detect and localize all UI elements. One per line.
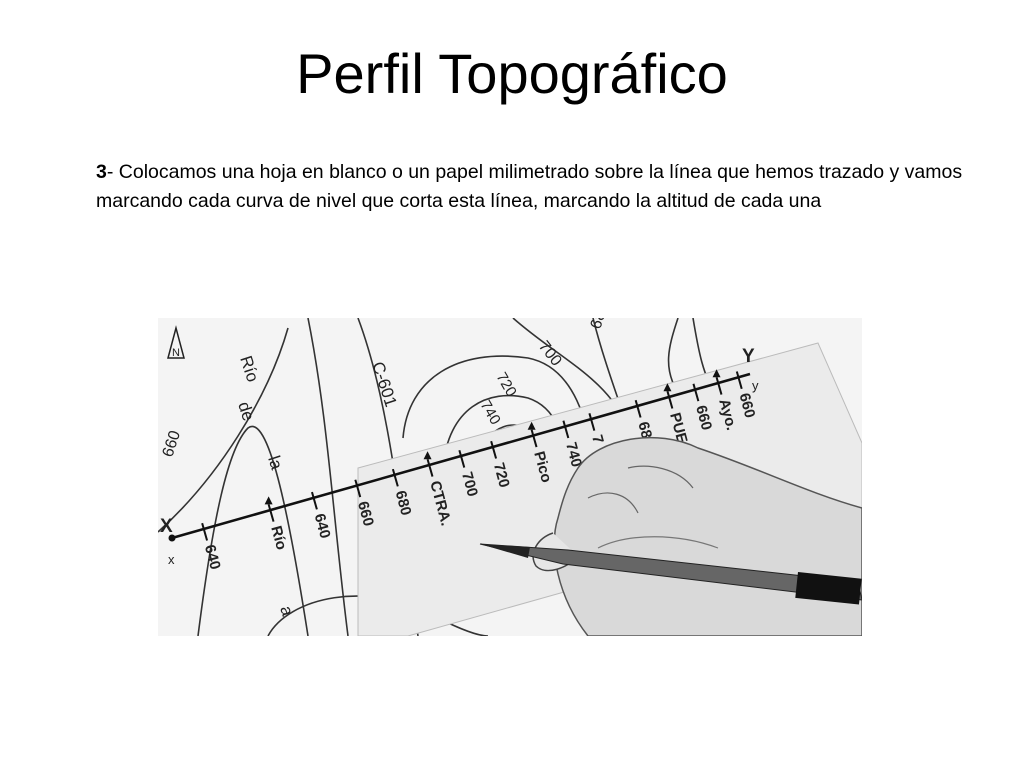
mark-tick [201, 522, 209, 541]
mark-arrow-icon [527, 421, 536, 430]
mark-label: 660 [354, 499, 377, 528]
mark-tick [458, 449, 466, 468]
slide-title: Perfil Topográfico [296, 42, 728, 105]
mark-label: 660 [735, 391, 758, 420]
mark-label: 640 [311, 512, 334, 541]
mark-tick [666, 390, 674, 409]
mark-tick [391, 468, 399, 487]
contour-line [307, 318, 349, 636]
step-text: - Colocamos una hoja en blanco o un pape… [96, 161, 963, 212]
topographic-sketch-figure: N Río de la a C-601 660 700 680 720 740 … [158, 318, 862, 636]
map-label-la: la [264, 453, 286, 472]
contour-line [197, 425, 309, 636]
mark-label: 660 [692, 404, 715, 433]
mark-tick [354, 479, 362, 498]
profile-start-point [168, 534, 176, 542]
north-arrow-icon: N [167, 325, 185, 359]
mark-arrow-icon [663, 383, 672, 392]
endpoint-x-upper: X [160, 516, 173, 537]
north-label: N [172, 347, 180, 359]
mark-arrow-icon [264, 496, 273, 505]
endpoint-x-lower: x [168, 552, 175, 567]
endpoint-y-upper: Y [742, 346, 755, 367]
endpoint-y-lower: y [752, 378, 759, 393]
mark-tick [562, 420, 570, 439]
mark-tick [311, 491, 318, 510]
mark-tick [426, 458, 434, 477]
mark-tick [267, 504, 275, 522]
sketch-svg: N Río de la a C-601 660 700 680 720 740 … [158, 318, 862, 636]
mark-label: Río [267, 524, 290, 552]
mark-label: 740 [562, 440, 585, 469]
mark-tick [715, 376, 723, 395]
mark-tick [692, 383, 700, 402]
step-number: 3 [96, 161, 107, 183]
hand-with-pencil-illustration [479, 436, 862, 636]
mark-label: 680 [392, 489, 415, 518]
mark-arrow-icon [712, 369, 721, 378]
map-label-de: de [234, 399, 258, 423]
mark-arrow-icon [423, 451, 432, 460]
mark-label: 700 [458, 470, 481, 499]
mark-tick [634, 399, 642, 418]
mark-label: 640 [201, 543, 224, 572]
contour-line [158, 327, 289, 533]
step-description: 3- Colocamos una hoja en blanco o un pap… [96, 158, 976, 216]
mark-tick [735, 371, 743, 390]
mark-label: 720 [490, 461, 513, 490]
mark-tick [588, 413, 596, 431]
mark-tick [530, 429, 538, 448]
mark-tick [490, 440, 498, 459]
mark-label: 68 [634, 420, 655, 441]
